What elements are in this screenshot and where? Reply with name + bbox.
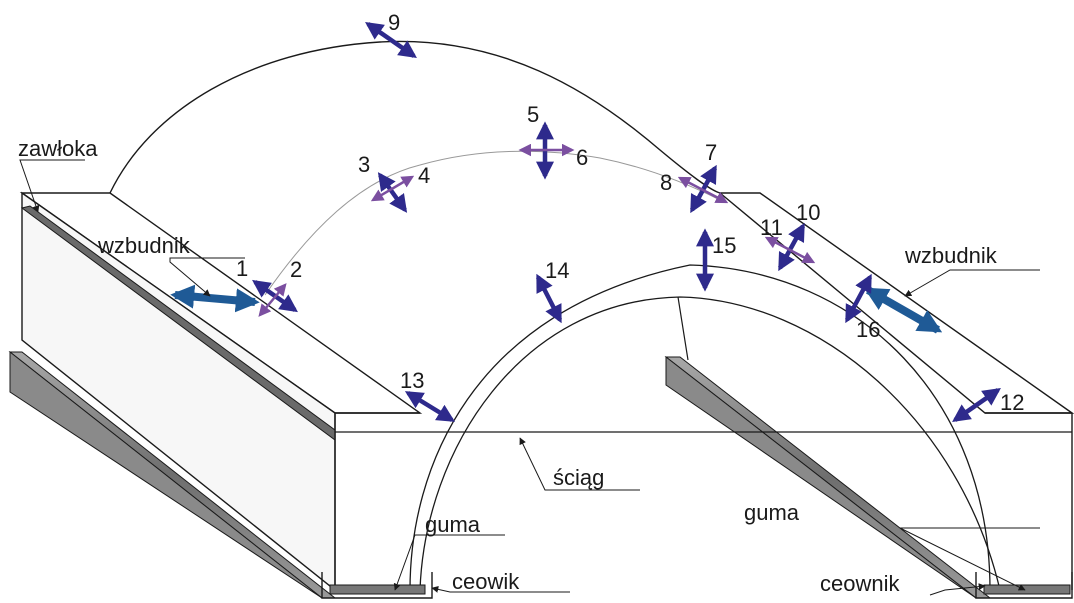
- point-13: 13: [400, 368, 424, 393]
- sensor-14-icon: [535, 273, 563, 324]
- point-6: 6: [576, 145, 588, 170]
- front-arch-outer: [409, 264, 991, 591]
- sensor-16-icon: [845, 273, 872, 324]
- label-wzbudnik-right: wzbudnik: [904, 243, 998, 268]
- label-ceowik: ceowik: [452, 569, 520, 594]
- sensor-13-icon: [404, 391, 456, 422]
- point-14: 14: [545, 258, 569, 283]
- label-wzbudnik-left: wzbudnik: [97, 233, 191, 258]
- label-ceownik: ceownik: [820, 571, 900, 596]
- label-zawloka: zawłoka: [18, 136, 98, 161]
- back-arch: [109, 40, 721, 194]
- point-7: 7: [705, 140, 717, 165]
- sensor-2-icon: [258, 283, 287, 317]
- point-11: 11: [760, 215, 783, 240]
- channel-right: [664, 355, 992, 599]
- sensor-arrows: [252, 21, 1001, 423]
- channel-profile-left: [321, 572, 433, 599]
- sensor-9-icon: [365, 21, 417, 59]
- sensor-4-icon: [370, 175, 415, 202]
- label-guma-right: guma: [744, 500, 800, 525]
- sensor-12-icon: [952, 387, 1001, 423]
- point-2: 2: [290, 257, 302, 282]
- point-4: 4: [418, 163, 430, 188]
- exciter-left-icon: [170, 284, 260, 313]
- point-9: 9: [388, 10, 400, 35]
- point-10: 10: [796, 200, 820, 225]
- sensor-8-icon: [677, 176, 729, 204]
- point-15: 15: [712, 233, 736, 258]
- label-sciag: ściąg: [553, 465, 604, 490]
- exciter-right-icon: [863, 286, 943, 334]
- point-16: 16: [856, 317, 880, 342]
- sensor-numbers: 1 2 3 4 5 6 7 8 9 10 11 12 13 14 15 16: [236, 10, 1024, 415]
- point-3: 3: [358, 152, 370, 177]
- sensor-line: [264, 150, 721, 296]
- channel-profile-right: [975, 572, 1073, 599]
- channel-left: [8, 350, 337, 599]
- front-arch-inner: [419, 296, 1001, 591]
- label-guma-left: guma: [425, 512, 481, 537]
- point-5: 5: [527, 102, 539, 127]
- leader-lines: [19, 159, 1040, 596]
- sensor-11-icon: [764, 236, 816, 264]
- arch-joint: [677, 296, 689, 361]
- front-face: [334, 412, 1072, 590]
- point-12: 12: [1000, 390, 1024, 415]
- point-1: 1: [236, 256, 248, 281]
- point-8: 8: [660, 170, 672, 195]
